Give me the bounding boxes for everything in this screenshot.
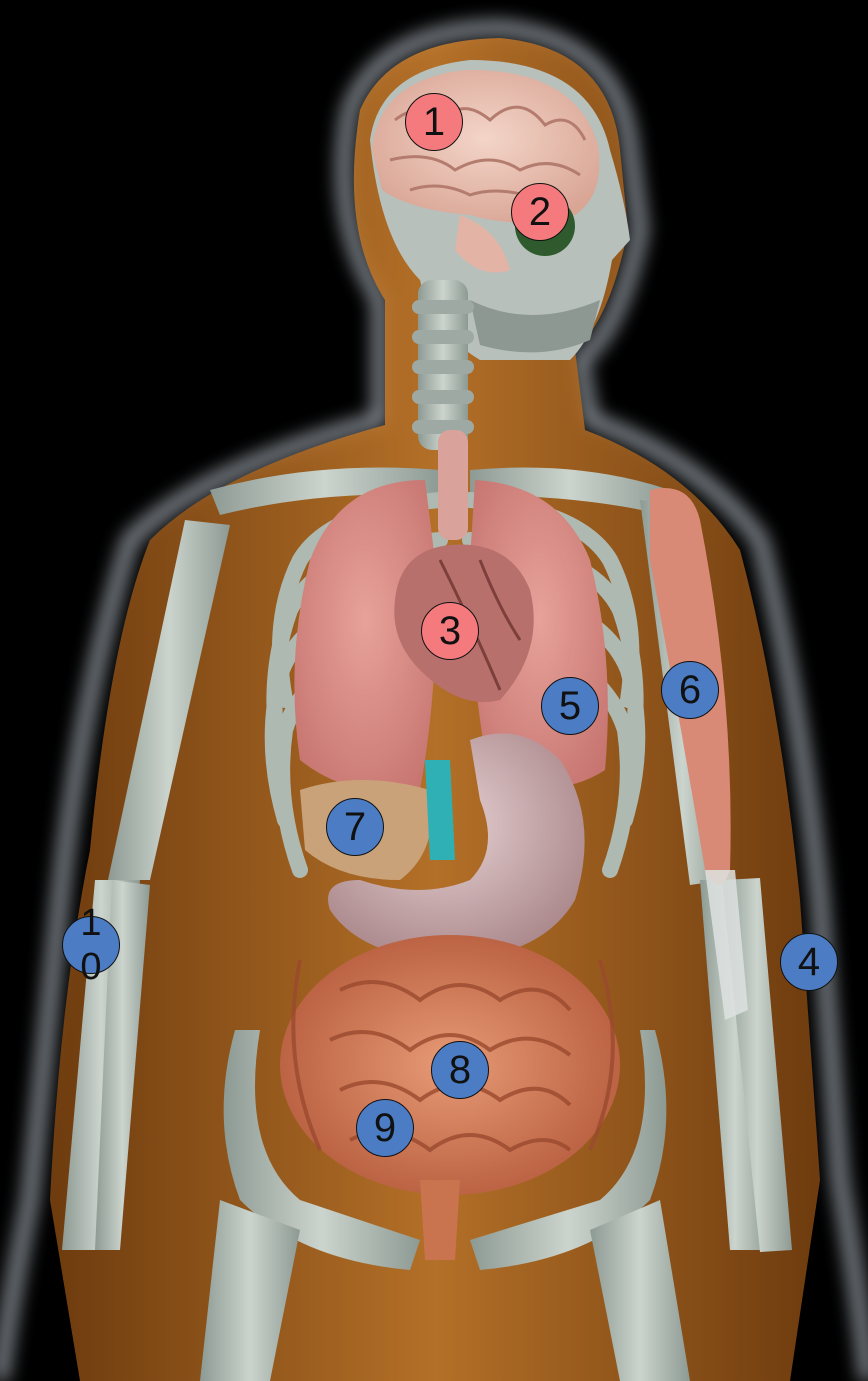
spine bbox=[412, 280, 474, 450]
marker-8[interactable]: 8 bbox=[431, 1041, 489, 1099]
trachea bbox=[438, 430, 468, 540]
marker-2[interactable]: 2 bbox=[511, 183, 569, 241]
marker-5[interactable]: 5 bbox=[541, 677, 599, 735]
marker-3[interactable]: 3 bbox=[421, 602, 479, 660]
marker-10[interactable]: 10 bbox=[62, 916, 120, 974]
marker-4[interactable]: 4 bbox=[780, 933, 838, 991]
marker-1[interactable]: 1 bbox=[405, 93, 463, 151]
marker-7[interactable]: 7 bbox=[326, 798, 384, 856]
marker-9[interactable]: 9 bbox=[356, 1099, 414, 1157]
marker-6[interactable]: 6 bbox=[661, 661, 719, 719]
marker-10-label: 10 bbox=[79, 901, 103, 989]
